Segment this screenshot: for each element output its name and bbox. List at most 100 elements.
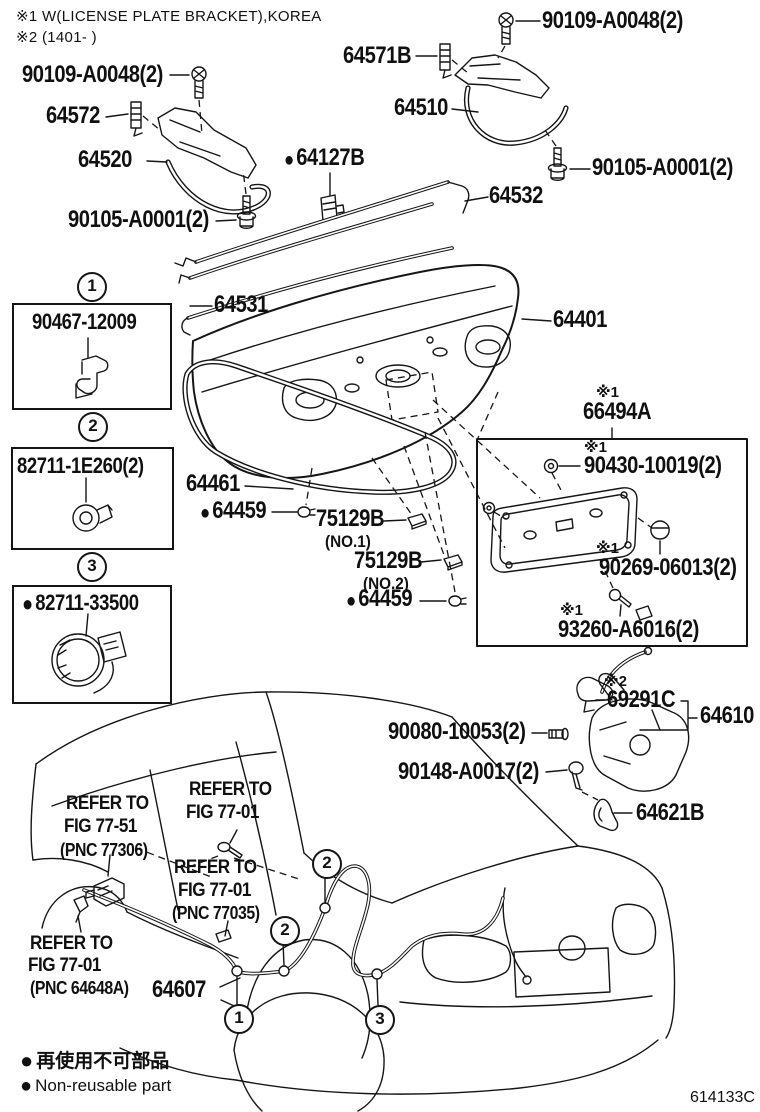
ref-fig7751-pnc: (PNC 77306) [60, 840, 148, 860]
clip-64572-icon [130, 101, 143, 137]
label-75129b-no2: 75129B [354, 547, 423, 574]
non-reusable-bullet: ● [346, 590, 356, 612]
lock-assembly-64610 [531, 646, 698, 832]
grommet-64459-no2-icon [448, 595, 467, 607]
ref-fig7701b-line1: REFER TO [174, 857, 257, 878]
non-reusable-bullet: ● [200, 502, 210, 524]
clip-90467-icon [75, 337, 109, 399]
label-no1: (NO.1) [325, 532, 371, 551]
lever-69291c-icon [576, 676, 614, 713]
cap-93260-icon [635, 605, 653, 621]
license-bracket-plate [490, 487, 638, 573]
label-64532: 64532 [489, 182, 543, 209]
callout-2-car-a: 2 [270, 916, 300, 946]
note-1: ※1 W(LICENSE PLATE BRACKET),KOREA [16, 8, 322, 25]
label-leader-lines [105, 20, 591, 1011]
non-reusable-bullet: ● [20, 1048, 34, 1073]
right-taillight [611, 903, 657, 955]
callout-1-car: 1 [224, 1004, 254, 1034]
ref-fig7701b-line2: FIG 77-01 [178, 880, 251, 901]
bolt-90105-left-icon [236, 195, 257, 229]
hinge-left [157, 107, 257, 179]
right-hinge-assembly [439, 12, 569, 181]
support-rail-64532 [174, 180, 470, 284]
grommet-82711-icon [72, 477, 113, 532]
label-90105-left: 90105-A0001(2) [68, 206, 209, 233]
label-90105-right: 90105-A0001(2) [592, 154, 733, 181]
weatherstrip-64461 [182, 359, 457, 495]
label-64621b: 64621B [636, 799, 705, 826]
label-90109-left: 90109-A0048(2) [22, 61, 163, 88]
left-hinge-assembly [130, 66, 271, 229]
ref-fig7751-line1: REFER TO [66, 793, 149, 814]
callout-2-box: 2 [78, 412, 108, 442]
callout-3-box: 3 [77, 552, 107, 582]
label-64571b: 64571B [343, 42, 412, 69]
ref-fig7701c-line1: REFER TO [30, 933, 113, 954]
screw-90109-left-icon [191, 66, 207, 99]
lid-fastener-leads [297, 391, 541, 607]
ref-fig7701c-pnc: (PNC 64648A) [30, 978, 129, 998]
label-93260: 93260-A6016(2) [558, 616, 699, 643]
label-64461: 64461 [186, 470, 240, 497]
left-taillight [421, 934, 512, 983]
cable-node-3 [371, 968, 383, 980]
ref-fig7701a-line2: FIG 77-01 [186, 802, 259, 823]
label-64401: 64401 [553, 306, 607, 333]
plug-90269-icon [650, 520, 670, 540]
release-handle-bracket [93, 877, 125, 907]
cable-node-1 [231, 965, 243, 977]
lid-lamp-opening-right [464, 325, 511, 368]
non-reusable-bullet: ● [22, 591, 33, 616]
car-rear-outline [30, 691, 676, 1112]
cushion-75129b-no2-icon [443, 554, 463, 571]
cable-clip-77035 [215, 929, 232, 943]
flag-ast1-90430: ※1 [584, 439, 607, 456]
clamp-82711-33500-icon [51, 613, 127, 694]
label-64459-no1: ●64459 [200, 497, 267, 524]
ref-fig7751-line2: FIG 77-51 [64, 816, 137, 837]
grommet-64459-no1-icon [297, 506, 316, 518]
detail-box-1 [12, 303, 172, 410]
lid-emblem [375, 364, 421, 388]
note-2: ※2 (1401- ) [16, 29, 97, 46]
non-reusable-bullet: ● [284, 149, 294, 171]
diagram-code: 614133C [690, 1089, 755, 1106]
label-82711-33500: ●82711-33500 [22, 590, 139, 616]
callout-3-car: 3 [365, 1005, 395, 1035]
label-64607: 64607 [152, 976, 206, 1003]
cable-node-2b [319, 902, 331, 914]
label-90080: 90080-10053(2) [388, 718, 526, 745]
detail-box-3 [12, 585, 172, 704]
screw-93260-icon [608, 588, 632, 608]
bolt-90105-right-icon [547, 147, 568, 181]
label-64610: 64610 [700, 702, 754, 729]
label-64531: 64531 [214, 291, 268, 318]
clip-64571b-icon [439, 43, 452, 79]
flag-ast1-66494a: ※1 [596, 384, 619, 401]
ref-fig7701a-line1: REFER TO [189, 779, 272, 800]
lid-lamp-opening-left [281, 378, 338, 422]
cable-node-2a [278, 965, 290, 977]
label-90109-right: 90109-A0048(2) [542, 7, 683, 34]
label-75129b-no1: 75129B [316, 505, 385, 532]
protector-strip-64531 [181, 246, 454, 336]
label-66494a: 66494A [583, 398, 652, 425]
legend-en: ●Non-reusable part [20, 1075, 172, 1097]
nut-90430-icon [543, 458, 559, 474]
label-64520: 64520 [78, 146, 132, 173]
screw-90109-right-icon [498, 12, 514, 45]
ref-fig7701c-line2: FIG 77-01 [28, 955, 101, 976]
callout-1-box: 1 [77, 272, 107, 302]
detail-box-2 [11, 447, 174, 550]
label-64459-no2: ●64459 [346, 585, 413, 612]
nut-90430-icon-2 [482, 501, 496, 515]
flag-ast2-69291c: ※2 [604, 673, 627, 690]
lock-body [588, 672, 690, 792]
label-64510: 64510 [394, 94, 448, 121]
nut-90080-icon [548, 727, 569, 741]
license-bracket-group [476, 427, 748, 647]
